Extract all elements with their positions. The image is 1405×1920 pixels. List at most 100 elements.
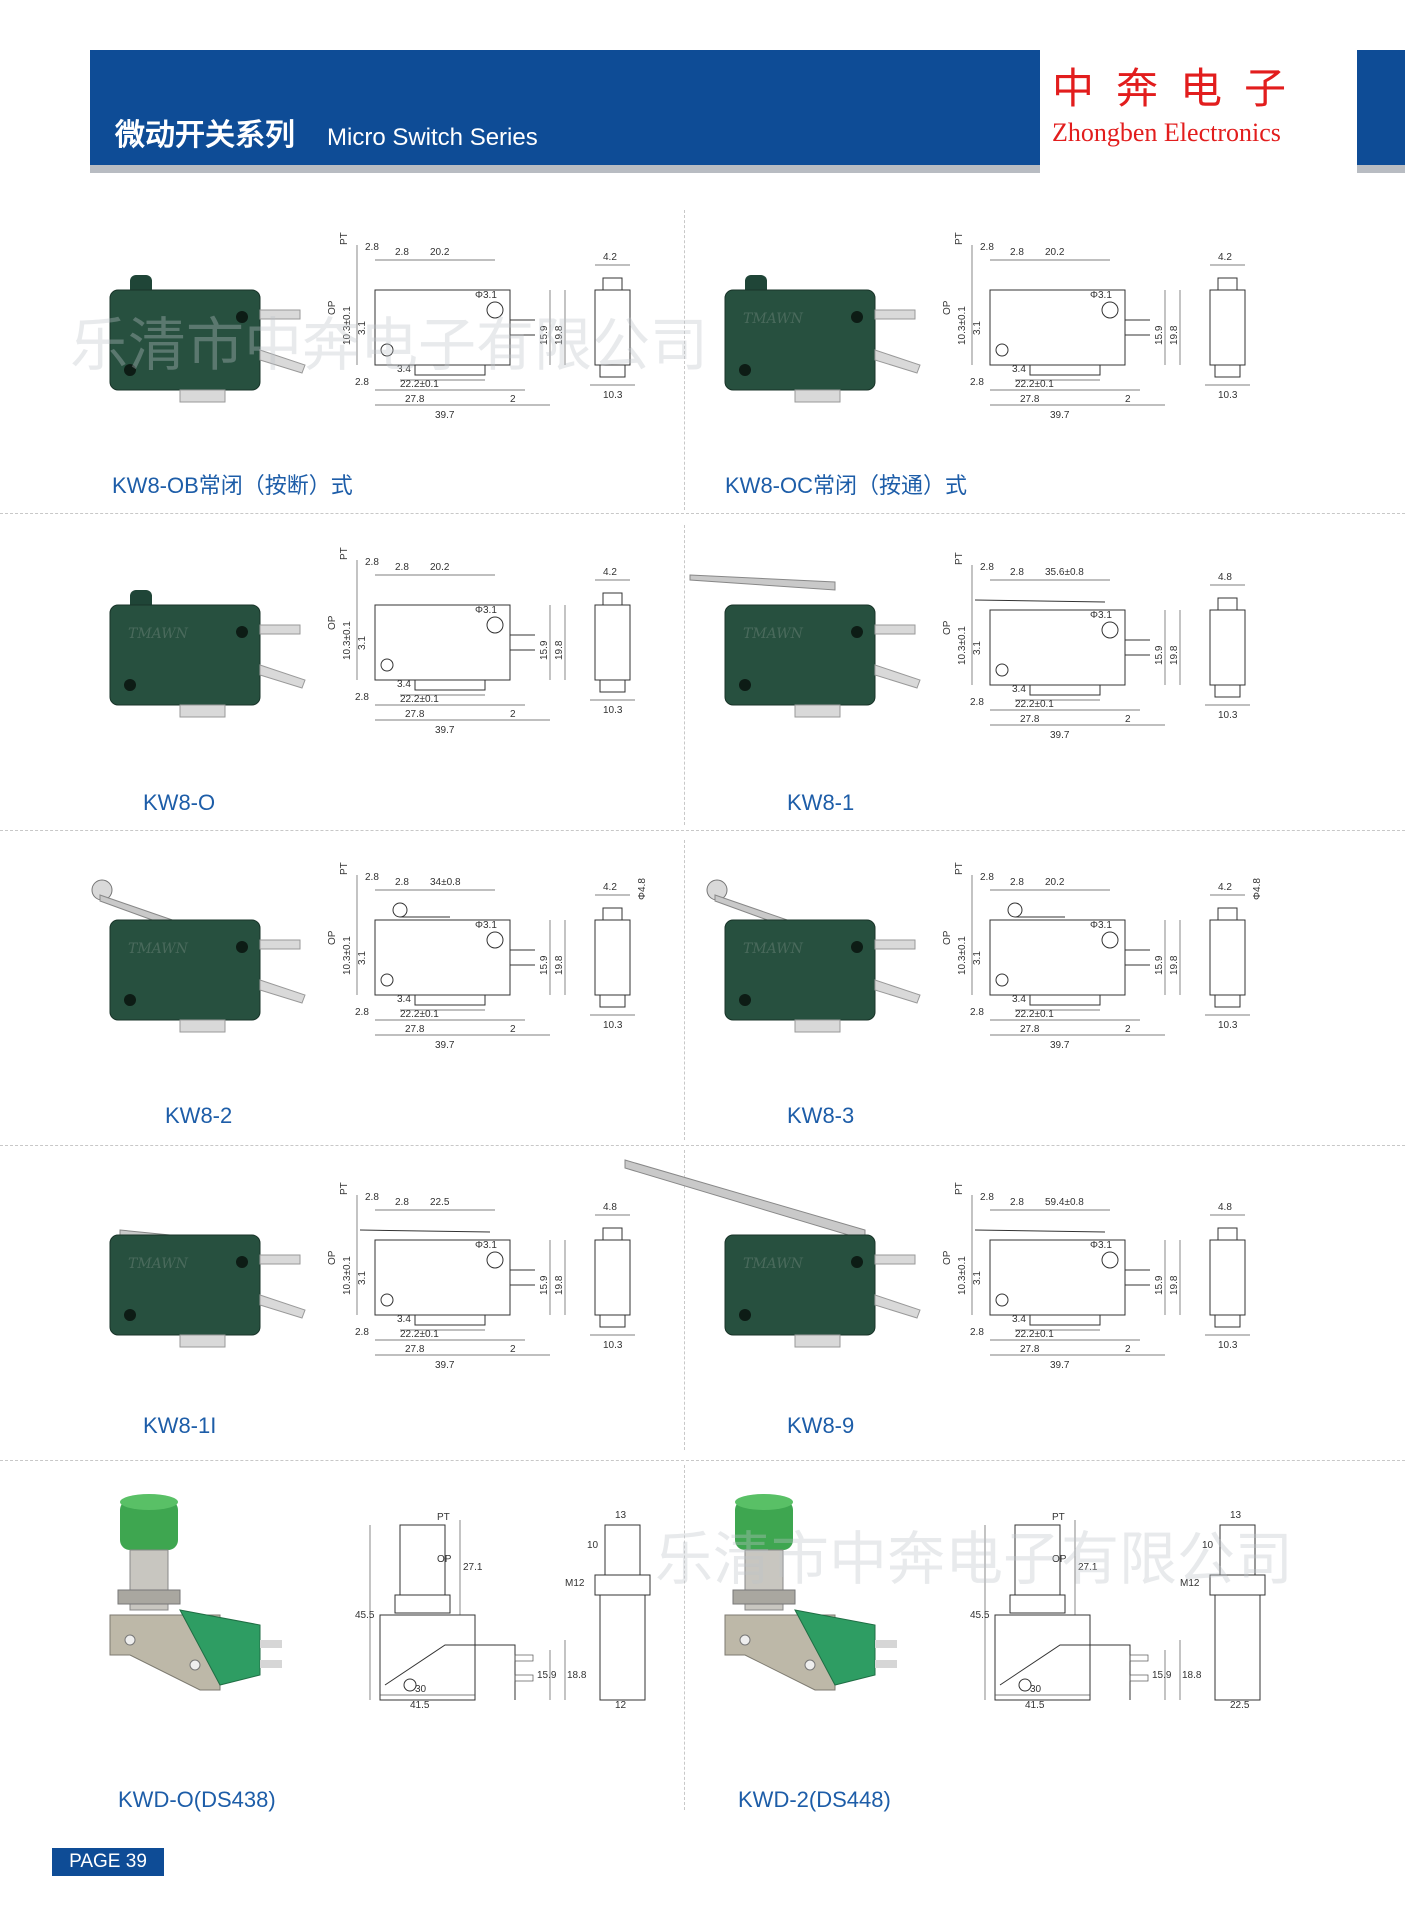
dim-pt-label: PT [954, 552, 965, 565]
dim-10-3: 10.3 [603, 390, 623, 401]
watermark-text: 乐清市中奔电子有限公司 [70, 311, 709, 379]
dim-39-7: 39.7 [435, 1360, 455, 1371]
column-divider [684, 1465, 685, 1810]
dim-10-3-tol: 10.3±0.1 [957, 1256, 968, 1295]
dim-19-8: 19.8 [554, 1275, 565, 1295]
dim-2-8-step: 2.8 [395, 247, 409, 258]
dim-27-8: 27.8 [1020, 394, 1040, 405]
dim-19-8: 19.8 [554, 325, 565, 345]
product-model-label: KW8-1 [787, 790, 855, 815]
dim-op-label: OP [327, 930, 338, 945]
dim-op-label: OP [327, 615, 338, 630]
dim-2: 2 [1125, 1024, 1131, 1035]
dim-10-3: 10.3 [1218, 710, 1238, 721]
dim-width-30: 30 [1030, 1684, 1042, 1695]
dim-pt-label: PT [1052, 1512, 1065, 1523]
dim-height-27: 27.1 [463, 1562, 483, 1573]
dim-height-45: 45.5 [355, 1610, 375, 1621]
dim-2-8-bottom: 2.8 [355, 377, 369, 388]
dim-2-8-top: 2.8 [365, 557, 379, 568]
dim-10-3-tol: 10.3±0.1 [957, 306, 968, 345]
dim-2-8-step: 2.8 [1010, 247, 1024, 258]
dim-2-8-step: 2.8 [1010, 877, 1024, 888]
series-title-zh: 微动开关系列 [115, 119, 295, 152]
dim-2-8-top: 2.8 [365, 1192, 379, 1203]
brand-name-zh: 中奔电子 [1052, 64, 1309, 113]
product-photo: TMAWN [70, 530, 330, 760]
dim-27-8: 27.8 [405, 394, 425, 405]
dim-15-9: 15.9 [539, 1275, 550, 1295]
dim-base-width: 12 [615, 1700, 627, 1711]
dim-2-8-step: 2.8 [1010, 567, 1024, 578]
dim-10-3-tol: 10.3±0.1 [342, 936, 353, 975]
dim-base-width: 22.5 [1230, 1700, 1250, 1711]
product-model-label: KWD-2(DS448) [738, 1787, 891, 1812]
dim-thickness: 4.8 [603, 1202, 617, 1213]
product-photo: TMAWN [70, 1160, 330, 1390]
dim-width-top: 22.5 [430, 1197, 450, 1208]
dim-2-8-bottom: 2.8 [970, 697, 984, 708]
dim-10-3: 10.3 [1218, 1020, 1238, 1031]
dim-3-1: 3.1 [972, 951, 983, 965]
dim-thread-m12: M12 [565, 1578, 585, 1589]
product-photo [685, 1480, 945, 1710]
product-model-label: KW8-3 [787, 1103, 855, 1128]
series-title-en: Micro Switch Series [327, 124, 538, 151]
row-divider [0, 1145, 1405, 1146]
dim-10-3-tol: 10.3±0.1 [342, 306, 353, 345]
dim-22-2: 22.2±0.1 [1015, 699, 1054, 710]
dim-39-7: 39.7 [435, 410, 455, 421]
dim-width-top: 20.2 [430, 247, 450, 258]
imprint-text: TMAWN [743, 626, 804, 642]
dim-15-9: 15.9 [1154, 1275, 1165, 1295]
product-model-label: KW8-2 [165, 1103, 233, 1128]
dim-2-8-top: 2.8 [980, 562, 994, 573]
dim-2: 2 [510, 1344, 516, 1355]
dim-width-top: 34±0.8 [430, 877, 461, 888]
dim-10-3-tol: 10.3±0.1 [342, 1256, 353, 1295]
dim-27-8: 27.8 [1020, 1344, 1040, 1355]
dim-2-8-step: 2.8 [395, 1197, 409, 1208]
dim-hole-diameter: Φ3.1 [475, 290, 497, 301]
dim-39-7: 39.7 [1050, 410, 1070, 421]
dim-10-3: 10.3 [603, 1340, 623, 1351]
dim-op-label: OP [942, 1250, 953, 1265]
dim-3-1: 3.1 [357, 951, 368, 965]
dim-thickness: 4.2 [1218, 252, 1232, 263]
dim-hole-diameter: Φ3.1 [1090, 920, 1112, 931]
dim-3-4: 3.4 [397, 1314, 411, 1325]
dim-3-4: 3.4 [397, 994, 411, 1005]
product-photo [70, 1480, 330, 1710]
dim-19-8: 19.8 [1169, 955, 1180, 975]
dim-2-8-bottom: 2.8 [970, 1007, 984, 1018]
dim-2-8-bottom: 2.8 [355, 1327, 369, 1338]
header-banner-right [1357, 50, 1405, 165]
dim-hole-diameter: Φ3.1 [1090, 1240, 1112, 1251]
product-photo: TMAWN [624, 1159, 945, 1390]
dim-15-9: 15.9 [1154, 955, 1165, 975]
dim-width-top: 20.2 [1045, 247, 1065, 258]
dim-height-18: 18.8 [1182, 1670, 1202, 1681]
dim-2: 2 [1125, 1344, 1131, 1355]
dim-3-4: 3.4 [1012, 684, 1026, 695]
dim-22-2: 22.2±0.1 [1015, 1009, 1054, 1020]
dim-3-1: 3.1 [972, 1271, 983, 1285]
dim-10-3-tol: 10.3±0.1 [957, 936, 968, 975]
dim-19-8: 19.8 [1169, 645, 1180, 665]
dim-hole-diameter: Φ3.1 [1090, 290, 1112, 301]
column-divider [684, 210, 685, 510]
dim-2-8-step: 2.8 [395, 877, 409, 888]
dim-thickness: 4.8 [1218, 572, 1232, 583]
dim-2: 2 [510, 1024, 516, 1035]
dim-2-8-bottom: 2.8 [355, 1007, 369, 1018]
dim-thread-m12: M12 [1180, 1578, 1200, 1589]
dim-width-41: 41.5 [410, 1700, 430, 1711]
dim-27-8: 27.8 [405, 1024, 425, 1035]
column-divider [684, 840, 685, 1140]
dim-2-8-step: 2.8 [1010, 1197, 1024, 1208]
dim-height-15: 15.9 [1152, 1670, 1172, 1681]
product-photo: TMAWN [685, 845, 945, 1075]
